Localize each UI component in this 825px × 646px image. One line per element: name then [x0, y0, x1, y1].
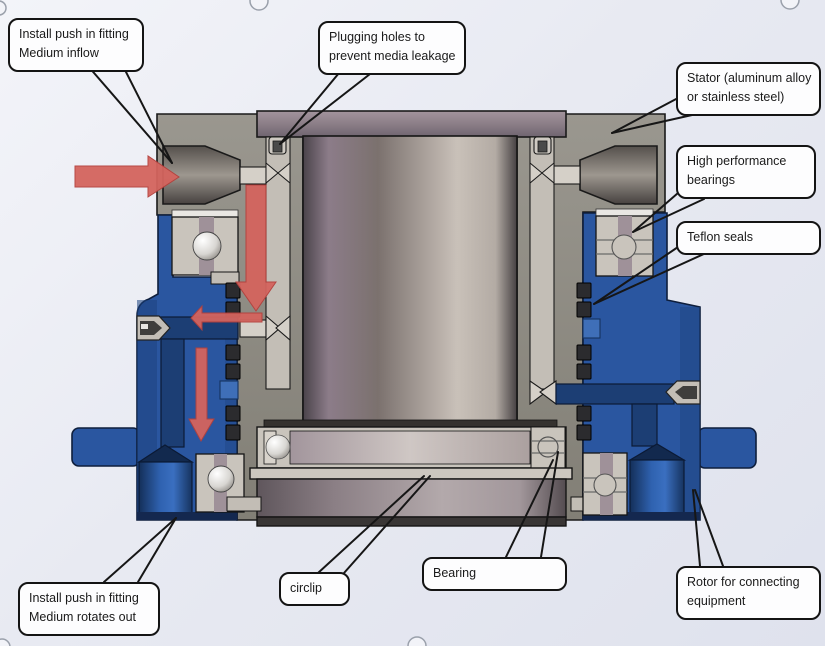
rotor-right [555, 208, 757, 521]
callout-text: Install push in fitting [19, 27, 129, 41]
page-mark [0, 0, 7, 16]
bearing-ball [192, 231, 222, 261]
stator-top-flange [256, 110, 567, 138]
bottom-bearing-right-end [530, 426, 566, 469]
page-mark [407, 636, 427, 646]
callout-bearings: High performance bearings [676, 145, 816, 199]
medium-inflow-arrow [74, 155, 180, 198]
rotor-left [71, 209, 262, 521]
seal-pocket-left [219, 380, 239, 400]
callout-plugging-holes: Plugging holes to prevent media leakage [318, 21, 466, 75]
seal-pocket-right [582, 318, 601, 339]
page-mark [249, 0, 269, 11]
outlet-bore-right [629, 459, 685, 519]
callout-text: or stainless steel) [687, 90, 785, 105]
bore-cylinder [302, 135, 518, 424]
bearing-ball-section [593, 473, 617, 497]
callout-text: Medium inflow [19, 46, 99, 61]
callout-rotor: Rotor for connecting equipment [676, 566, 821, 620]
outlet-channel-horizontal-right [555, 383, 675, 405]
callout-text: High performance [687, 154, 787, 168]
rotor-flange-tab-right [697, 427, 757, 469]
outlet-bore-left [138, 461, 193, 519]
inlet-cone-right [579, 145, 658, 205]
main-down-arrow [235, 184, 277, 312]
bearing-ball [207, 465, 235, 493]
drill-funnels [265, 161, 555, 185]
bearing-ball-section [537, 436, 559, 458]
rotor-flange-tab-left [71, 427, 141, 467]
inlet-neck-left [239, 166, 267, 185]
bearing-step [226, 496, 262, 512]
callout-text: Teflon seals [687, 230, 754, 244]
outlet-down-arrow [188, 347, 215, 443]
plug-screw-right [533, 136, 552, 155]
flow-arrows [74, 155, 277, 443]
callout-medium-out: Install push in fitting Medium rotates o… [18, 582, 160, 636]
callout-text: bearings [687, 173, 735, 188]
callout-text: Plugging holes to [329, 30, 425, 44]
callout-text: equipment [687, 594, 746, 609]
callout-teflon-seals: Teflon seals [676, 221, 821, 256]
inlet-neck-right [553, 165, 581, 185]
circlip-plate [249, 467, 573, 480]
bottom-bearing-inner-race [289, 430, 531, 465]
callout-text: Medium rotates out [29, 610, 136, 625]
callout-text: circlip [290, 581, 322, 595]
page-mark [0, 638, 11, 646]
bearing-ball-section [611, 234, 637, 260]
callout-text: Stator (aluminum alloy [687, 71, 812, 85]
cross-drill-left [239, 314, 291, 342]
callout-text: prevent media leakage [329, 49, 456, 64]
callout-bearing: Bearing [422, 557, 567, 592]
bottom-rotor-edge [256, 516, 567, 527]
bearing-step [210, 271, 240, 285]
bearing-groove-strip [263, 419, 558, 428]
outlet-channel-vertical-left [160, 338, 185, 448]
callout-text: Install push in fitting [29, 591, 139, 605]
cross-drill-arrow [190, 304, 263, 332]
leader-lines [87, 65, 724, 583]
outlet-channel-vertical-right [631, 403, 658, 447]
callout-text: Rotor for connecting [687, 575, 800, 589]
callout-stator: Stator (aluminum alloy or stainless stee… [676, 62, 821, 116]
callout-text: Bearing [433, 566, 477, 580]
bearing-ball [265, 434, 291, 460]
bottom-bearing-assembly [249, 419, 573, 527]
page-corner-marks [0, 0, 800, 646]
teflon-seals-right [576, 282, 592, 441]
page-mark [780, 0, 800, 10]
callout-medium-inflow: Install push in fitting Medium inflow [8, 18, 144, 72]
inlet-cone-left [162, 145, 241, 205]
callout-circlip: circlip [279, 572, 350, 607]
